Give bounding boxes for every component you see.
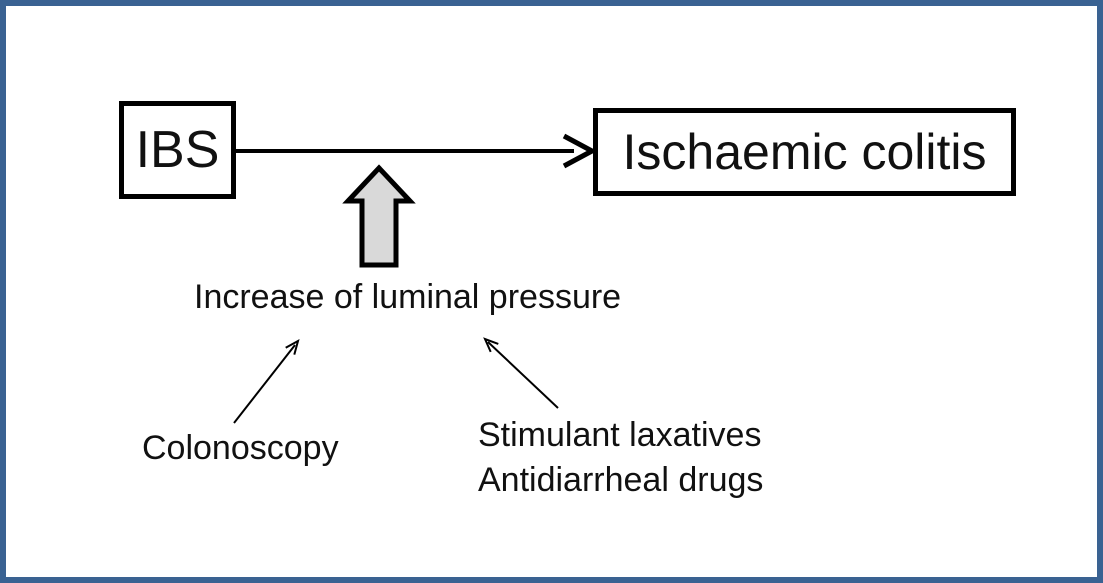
label-stimulant-laxatives: Stimulant laxatives	[478, 416, 762, 454]
colonoscopy-arrow-shaft	[233, 344, 296, 424]
colonoscopy-arrow-head-icon	[285, 338, 300, 355]
causal-arrow-head-icon	[562, 133, 598, 169]
node-ischaemic-colitis-label: Ischaemic colitis	[622, 124, 987, 180]
up-block-arrow-icon	[342, 164, 416, 268]
label-antidiarrheal-drugs: Antidiarrheal drugs	[478, 461, 764, 499]
label-luminal-pressure: Increase of luminal pressure	[194, 278, 622, 316]
label-colonoscopy: Colonoscopy	[142, 429, 339, 467]
node-ibs-label: IBS	[135, 121, 220, 179]
ibs-to-colitis-arrow	[236, 133, 598, 169]
node-ischaemic-colitis: Ischaemic colitis	[593, 108, 1016, 196]
colonoscopy-arrow	[233, 338, 300, 424]
medications-arrow	[483, 337, 559, 409]
medications-arrow-shaft	[487, 341, 559, 409]
medications-arrow-head-icon	[483, 337, 499, 353]
label-medications: Stimulant laxatives Antidiarrheal drugs	[478, 413, 763, 503]
node-ibs: IBS	[119, 101, 236, 199]
